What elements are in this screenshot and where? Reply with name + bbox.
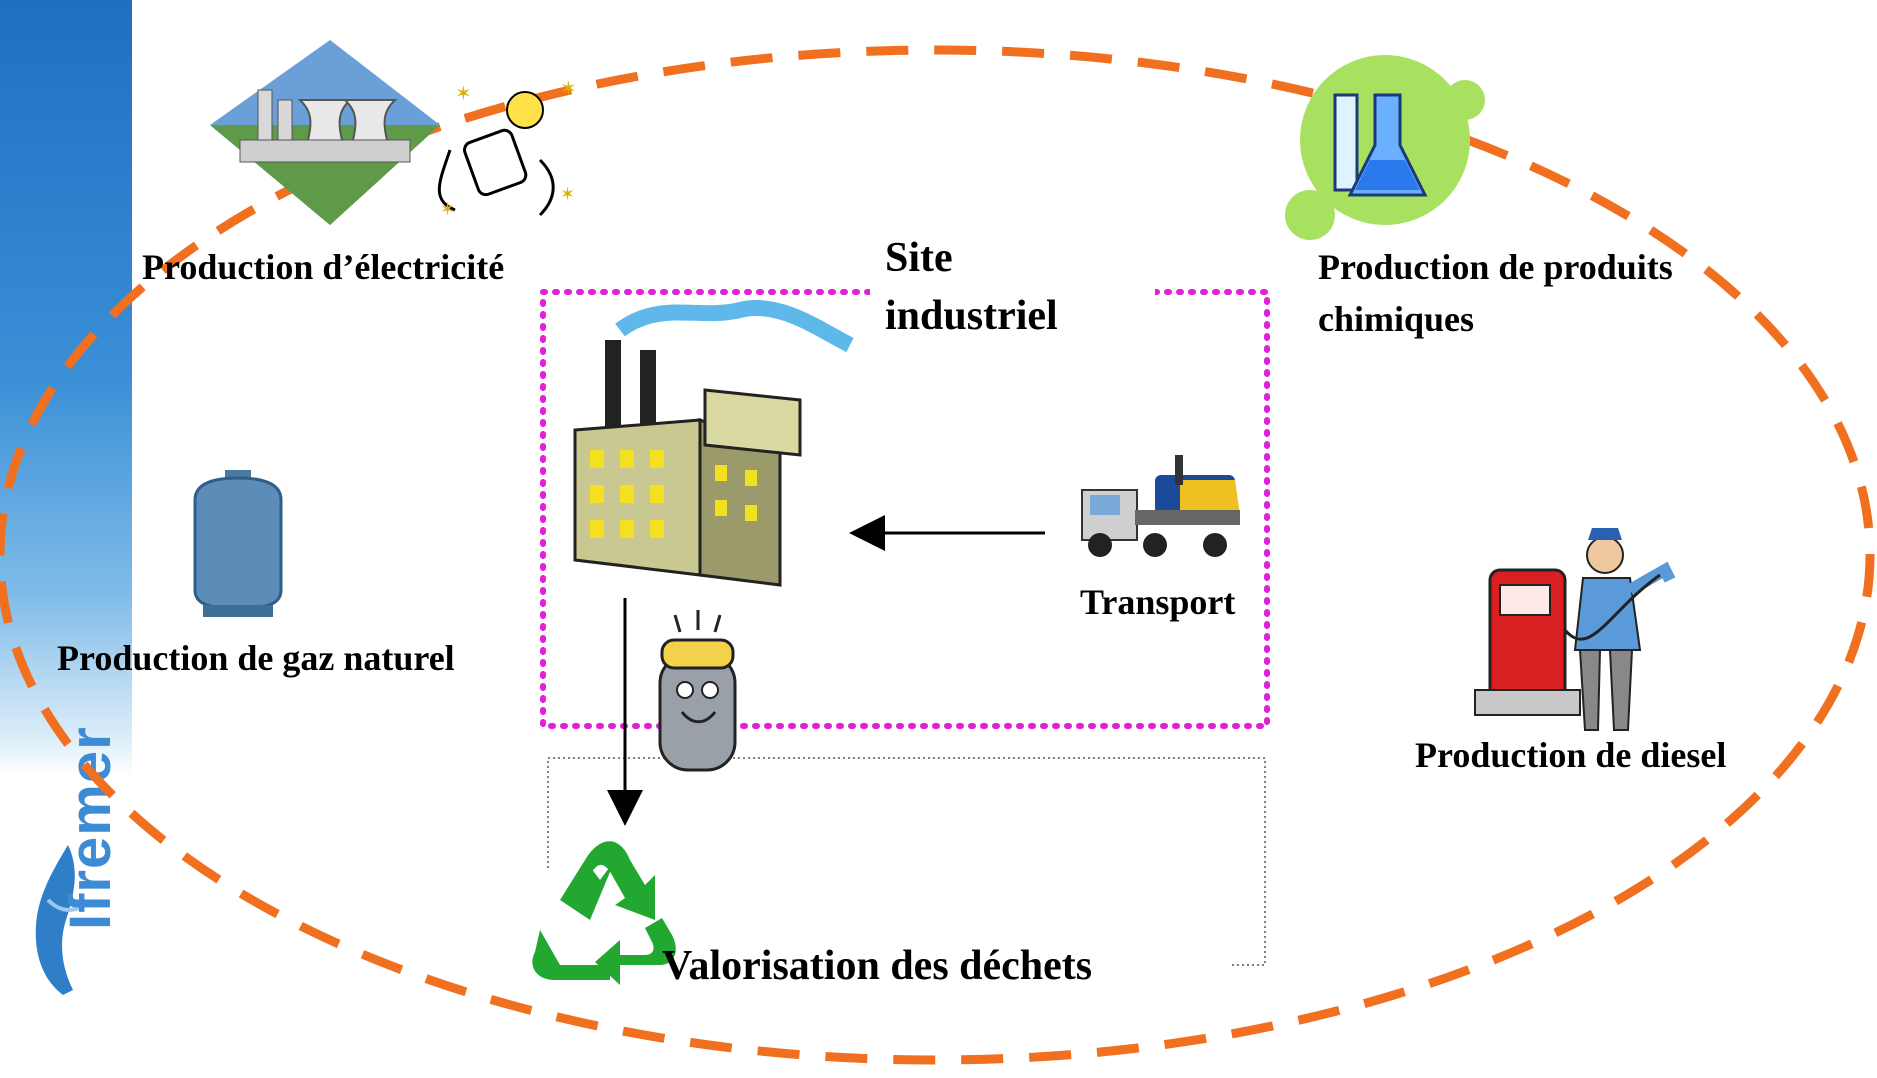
svg-text:✶: ✶ xyxy=(455,83,472,105)
gas-bottle-icon xyxy=(193,470,283,617)
battery-mascot-icon xyxy=(658,610,737,772)
waste-box xyxy=(547,757,1266,966)
label-chemicals-line2: chimiques xyxy=(1318,299,1475,339)
label-electricity-production: Production d’électricité xyxy=(142,247,505,287)
industrial-ecosystem-ellipse xyxy=(0,45,1875,1065)
svg-text:✶: ✶ xyxy=(560,184,575,204)
chemistry-flask-icon xyxy=(1285,55,1485,240)
tanker-truck-icon xyxy=(1081,455,1240,557)
label-diesel-production: Production de diesel xyxy=(1415,735,1727,775)
factory-icon xyxy=(573,300,854,587)
label-industrial-site-line1: Site xyxy=(885,235,953,281)
label-natural-gas-production: Production de gaz naturel xyxy=(57,638,455,678)
diesel-pump-icon xyxy=(1474,528,1676,731)
plug-bulb-icon: ✶ ✶ ✶ ✶ xyxy=(437,78,577,219)
svg-text:✶: ✶ xyxy=(560,78,577,100)
label-transport: Transport xyxy=(1080,582,1236,622)
label-waste-valorisation: Valorisation des déchets xyxy=(662,943,1093,989)
svg-text:✶: ✶ xyxy=(440,199,455,219)
ifremer-logo-icon xyxy=(35,845,81,995)
label-chemicals-line1: Production de produits xyxy=(1318,247,1673,287)
label-industrial-site-line2: industriel xyxy=(885,293,1058,339)
recycling-icon xyxy=(532,841,676,985)
power-plant-icon xyxy=(210,40,440,225)
